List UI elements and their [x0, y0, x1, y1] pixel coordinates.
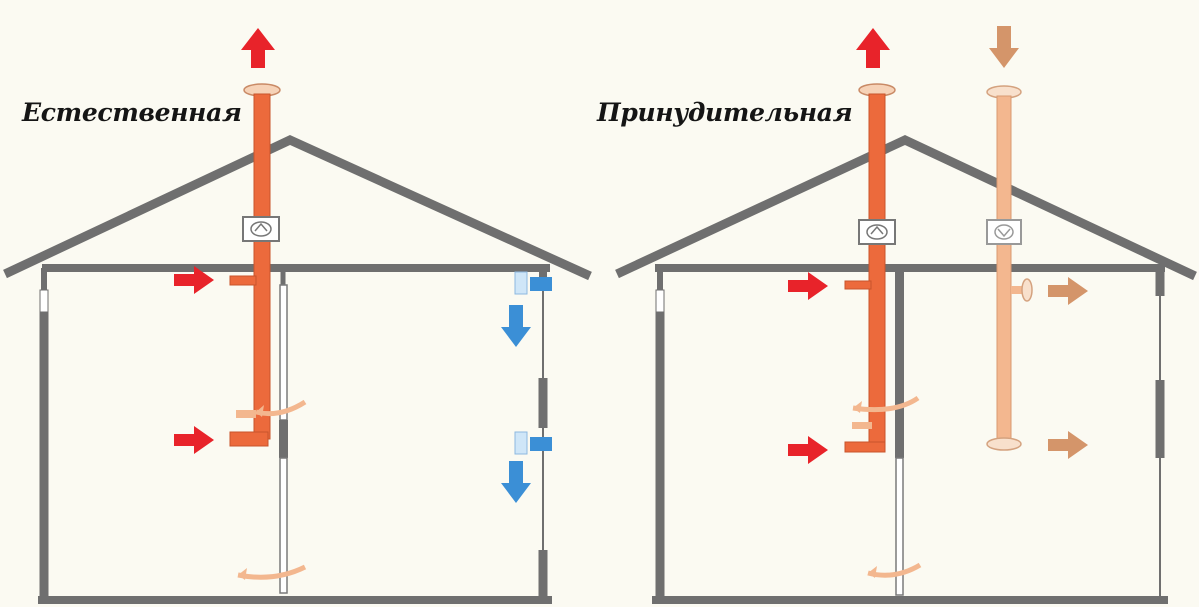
- arrow-down-icon: [989, 26, 1019, 68]
- fan-icon: [242, 216, 280, 242]
- inlet-valve: [514, 431, 552, 455]
- panel-title-natural: Естественная: [22, 98, 242, 127]
- roof: [3, 135, 592, 281]
- roof: [615, 135, 1197, 281]
- door-interior-upper: [279, 284, 288, 421]
- arrow-down-icon: [501, 461, 531, 503]
- partition-upper: [895, 268, 904, 458]
- arrow-right-icon: [1048, 277, 1088, 305]
- house-forced: [615, 26, 1197, 604]
- house-natural: [3, 28, 592, 604]
- exhaust-duct: [844, 83, 896, 453]
- inlet-valve: [514, 271, 552, 295]
- arrow-right-icon: [1048, 431, 1088, 459]
- window-left: [655, 289, 665, 313]
- exhaust-duct: [229, 83, 281, 447]
- arrow-up-icon: [241, 28, 275, 68]
- partition-mid: [279, 420, 288, 458]
- supply-duct: [986, 85, 1033, 451]
- arrow-right-icon: [174, 426, 214, 454]
- panel-title-forced: Принудительная: [597, 98, 853, 127]
- arrow-right-icon: [788, 436, 828, 464]
- arrow-right-icon: [788, 272, 828, 300]
- fan-icon: [858, 219, 896, 245]
- window-left: [39, 289, 49, 313]
- fan-icon: [986, 219, 1022, 245]
- door-interior-lower: [279, 457, 288, 594]
- arrow-up-icon: [856, 28, 890, 68]
- door-interior-lower: [895, 457, 904, 596]
- arrow-down-icon: [501, 305, 531, 347]
- curved-airflow-arrow-icon: [237, 564, 307, 580]
